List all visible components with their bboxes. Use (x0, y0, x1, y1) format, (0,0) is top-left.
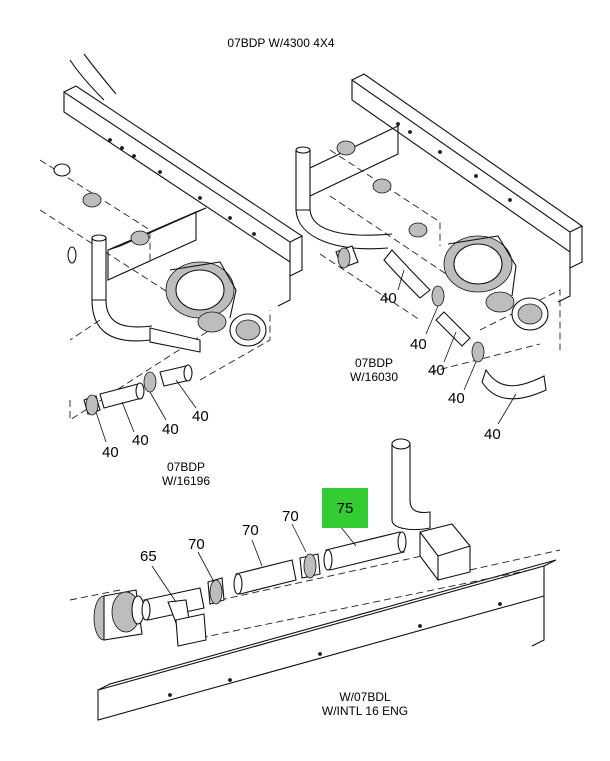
caption-upper-left: 07BDP W/16196 (146, 460, 226, 488)
bottom-assembly (69, 438, 561, 721)
caption-upper-right-line1: 07BDP (354, 356, 394, 370)
caption-upper-right: 07BDP W/16030 (334, 356, 414, 384)
caption-bottom-line2: W/INTL 16 ENG (321, 704, 409, 718)
caption-upper-right-line2: W/16030 (349, 370, 399, 384)
upper-left-assembly (39, 53, 304, 443)
callout-right-4: 40 (448, 390, 465, 407)
upper-right-assembly (295, 73, 584, 425)
callout-70-b: 70 (242, 522, 259, 539)
upper-left-exploded-parts (83, 364, 193, 416)
part-75-label: 75 (336, 500, 354, 517)
caption-upper-left-line1: 07BDP (166, 460, 206, 474)
caption-upper-left-line2: W/16196 (161, 474, 211, 488)
callout-65: 65 (140, 548, 157, 565)
frame-holes (108, 138, 256, 236)
turbo-housing-left (165, 261, 267, 347)
callout-right-5: 40 (484, 426, 501, 443)
callout-left-2: 40 (132, 432, 149, 449)
callout-right-3: 40 (428, 362, 445, 379)
callout-left-1: 40 (102, 444, 119, 461)
caption-bottom-line1: W/07BDL (339, 690, 391, 704)
callout-left-4: 40 (192, 408, 209, 425)
callout-right-2: 40 (410, 336, 427, 353)
part-75-highlight[interactable]: 75 (322, 488, 368, 528)
engine-turbo-bottom (93, 589, 145, 641)
callout-70-c: 70 (282, 508, 299, 525)
caption-bottom: W/07BDL W/INTL 16 ENG (310, 690, 420, 718)
diagram-title: 07BDP W/4300 4X4 (227, 36, 335, 50)
turbo-housing-right (443, 235, 549, 331)
callout-left-3: 40 (162, 421, 179, 438)
callout-70-a: 70 (188, 536, 205, 553)
callout-right-1: 40 (380, 290, 397, 307)
